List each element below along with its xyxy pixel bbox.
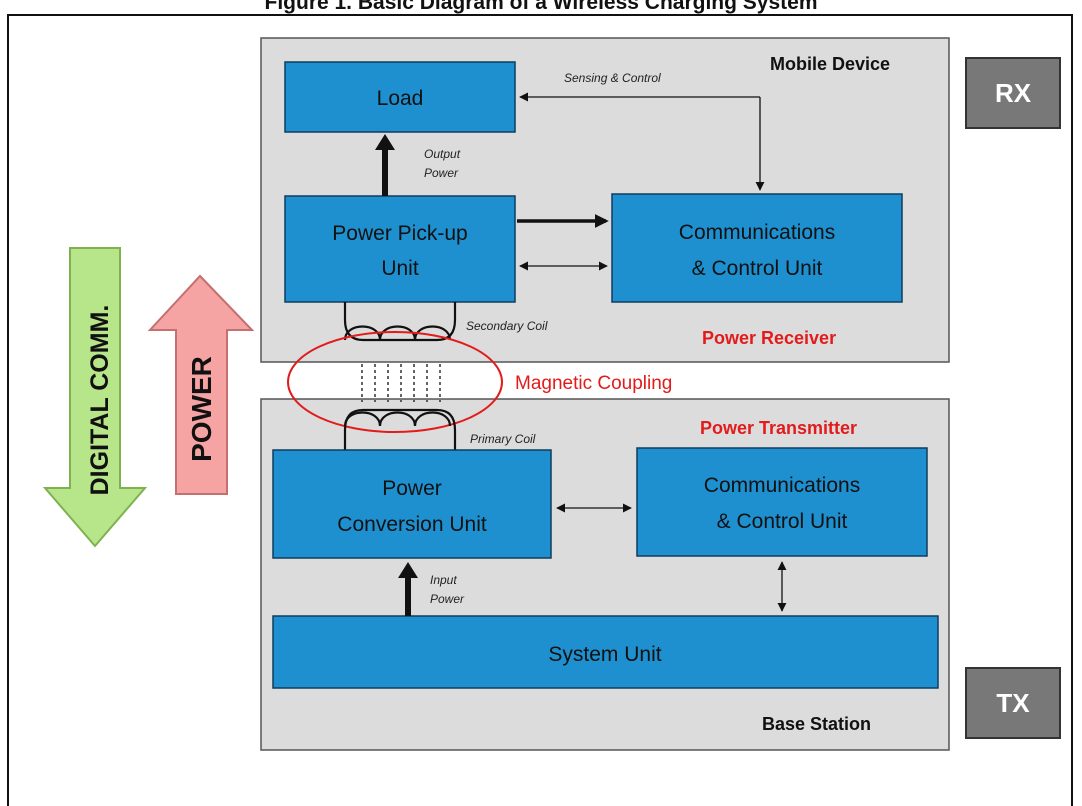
- input-power-label-2: Power: [430, 592, 465, 606]
- pickup-label-2: Unit: [381, 257, 419, 280]
- load-label: Load: [377, 87, 424, 110]
- power-arrow-label: POWER: [186, 356, 217, 462]
- tx-comm-control-block: [636, 447, 928, 557]
- wireless-charging-diagram: Mobile Device Base Station Power Receive…: [42, 37, 1061, 751]
- magnetic-flux-lines: [361, 364, 441, 402]
- power-receiver-label: Power Receiver: [702, 328, 836, 348]
- figure-title: Figure 1. Basic Diagram of a Wireless Ch…: [264, 0, 818, 14]
- tx-comm-label-1: Communications: [704, 474, 860, 497]
- system-unit-label: System Unit: [548, 643, 661, 666]
- system-unit-block: [272, 615, 939, 689]
- secondary-coil-wire: [343, 302, 457, 342]
- power-pickup-block: [284, 195, 516, 303]
- secondary-coil: [343, 325, 452, 341]
- digital-comm-arrow: [42, 247, 148, 548]
- tx-label: TX: [996, 688, 1030, 718]
- rx-comm-control-block: [611, 193, 903, 303]
- mobile-device-label: Mobile Device: [770, 54, 890, 74]
- rx-label: RX: [995, 78, 1032, 108]
- rx-comm-label-1: Communications: [679, 221, 835, 244]
- rx-badge: [965, 57, 1061, 129]
- output-power-label-2: Power: [424, 166, 459, 180]
- rx-comm-label-2: & Control Unit: [692, 257, 823, 280]
- base-station-label: Base Station: [762, 714, 871, 734]
- load-block: [284, 61, 516, 133]
- pickup-label-1: Power Pick-up: [332, 222, 467, 245]
- digital-comm-label: DIGITAL COMM.: [86, 305, 114, 496]
- tx-comm-label-2: & Control Unit: [717, 510, 848, 533]
- power-direction-arrow: [147, 274, 255, 495]
- sensing-control-label: Sensing & Control: [564, 71, 661, 85]
- coupling-ellipse: [287, 331, 503, 433]
- primary-coil: [343, 411, 452, 427]
- tx-badge: [965, 667, 1061, 739]
- input-power-label-1: Input: [430, 573, 457, 587]
- primary-coil-label: Primary Coil: [470, 432, 536, 446]
- diagram-frame: [7, 14, 1073, 806]
- secondary-coil-label: Secondary Coil: [466, 319, 548, 333]
- magnetic-coupling-label: Magnetic Coupling: [515, 373, 672, 394]
- output-power-label-1: Output: [424, 147, 461, 161]
- power-conversion-block: [272, 449, 552, 559]
- conversion-label-2: Conversion Unit: [337, 513, 487, 536]
- power-transmitter-label: Power Transmitter: [700, 418, 857, 438]
- conversion-label-1: Power: [382, 477, 442, 500]
